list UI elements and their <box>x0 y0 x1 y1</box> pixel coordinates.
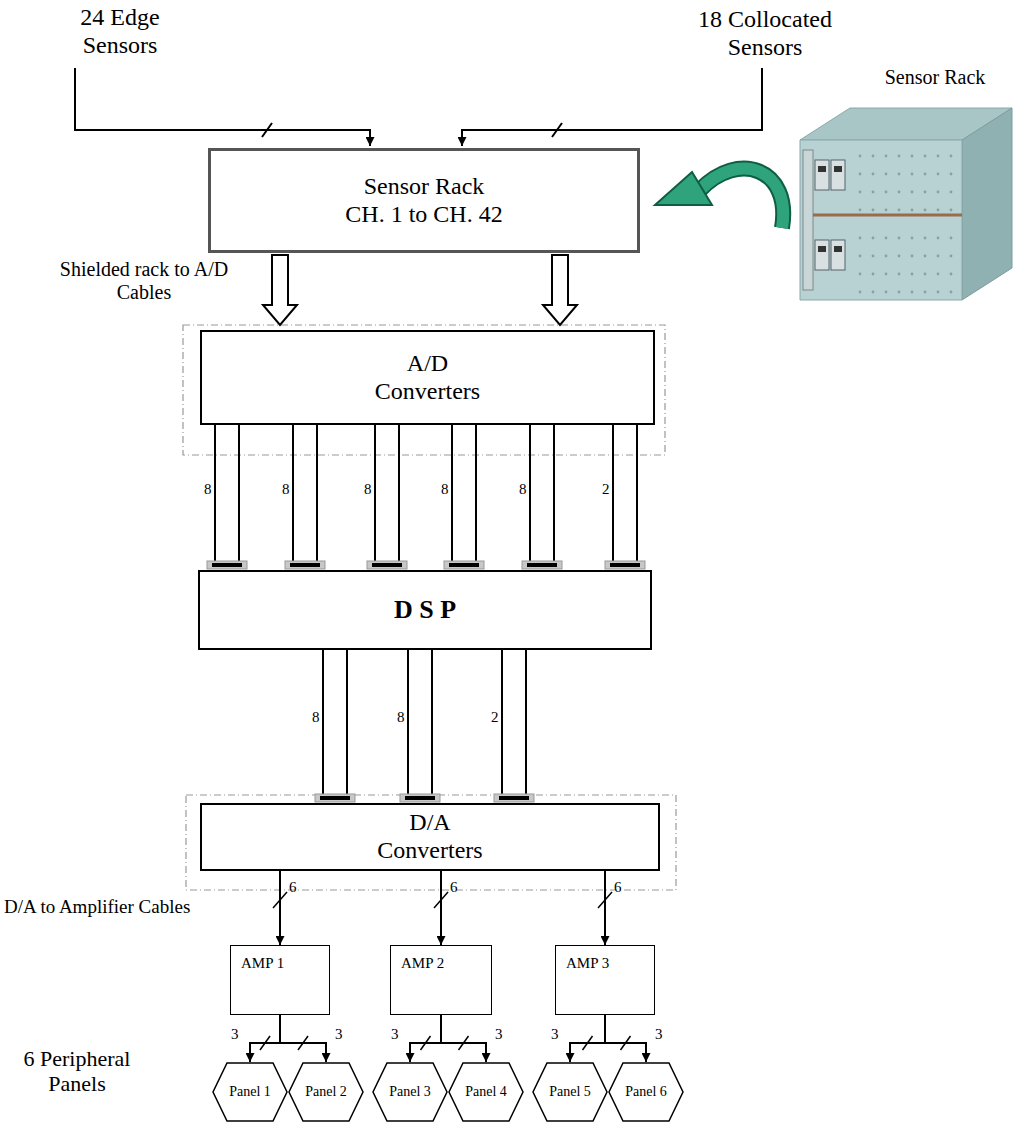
amplifier-box: AMP 3 <box>555 945 655 1015</box>
node-text: Sensor Rack CH. 1 to CH. 42 <box>345 173 503 228</box>
connector <box>263 255 297 325</box>
edge-label: 2 <box>491 710 499 725</box>
panel-hexagon: Panel 2 <box>288 1062 364 1122</box>
node-text: Panel 3 <box>389 1084 431 1100</box>
connector <box>494 650 534 802</box>
node-text: AMP 1 <box>241 955 284 972</box>
source-label: 18 Collocated Sensors <box>690 6 840 61</box>
edge-label: 3 <box>231 1027 239 1042</box>
panel-hexagon: Panel 4 <box>448 1062 524 1122</box>
connector <box>410 1015 441 1062</box>
connector <box>400 650 440 802</box>
group-label: 6 Peripheral Panels <box>12 1046 142 1097</box>
connector <box>444 425 484 569</box>
edge-label: 6 <box>450 880 458 895</box>
dsp-box: D S P <box>198 570 652 650</box>
node-text: AMP 2 <box>401 955 444 972</box>
cable-label: Shielded rack to A/D Cables <box>44 258 244 304</box>
connector <box>207 425 247 569</box>
node-text: Panel 6 <box>625 1084 667 1100</box>
connector <box>522 425 562 569</box>
node-text: A/D Converters <box>373 350 483 405</box>
dashed-enclosure <box>183 325 665 455</box>
node-text: Panel 4 <box>465 1084 507 1100</box>
edge-label: 8 <box>364 482 372 497</box>
connector <box>250 1015 280 1062</box>
connector <box>367 425 407 569</box>
node-text: D/A Converters <box>375 809 485 864</box>
connector <box>285 425 325 569</box>
edge-label: 8 <box>204 482 212 497</box>
edge-label: 8 <box>282 482 290 497</box>
picture-label: Sensor Rack <box>870 66 1000 89</box>
connector <box>434 871 448 945</box>
panel-hexagon: Panel 6 <box>608 1062 684 1122</box>
connector <box>605 425 645 569</box>
sensor-rack-box: Sensor Rack CH. 1 to CH. 42 <box>208 148 640 253</box>
amplifier-box: AMP 2 <box>390 945 492 1015</box>
node-text: AMP 3 <box>566 955 609 972</box>
edge-label: 8 <box>312 710 320 725</box>
connector <box>570 1015 605 1062</box>
cable-label: D/A to Amplifier Cables <box>4 896 254 918</box>
connector <box>605 1015 646 1062</box>
edge-label: 8 <box>441 482 449 497</box>
converter-box: A/D Converters <box>200 330 655 425</box>
connector <box>598 871 612 945</box>
node-text: D S P <box>394 595 456 625</box>
panel-hexagon: Panel 1 <box>212 1062 288 1122</box>
edge-label: 8 <box>519 482 527 497</box>
edge-label: 6 <box>289 880 297 895</box>
panel-hexagon: Panel 3 <box>372 1062 448 1122</box>
node-text: Panel 2 <box>305 1084 347 1100</box>
panel-hexagon: Panel 5 <box>532 1062 608 1122</box>
sensor-rack-picture <box>800 108 1012 300</box>
curved-arrow <box>655 169 783 228</box>
sensor-wire <box>75 68 762 146</box>
connector <box>280 1015 326 1062</box>
edge-label: 3 <box>655 1027 663 1042</box>
connector <box>273 871 287 945</box>
edge-label: 2 <box>602 482 610 497</box>
converter-box: D/A Converters <box>200 803 660 871</box>
edge-label: 3 <box>391 1027 399 1042</box>
dashed-enclosure <box>186 795 676 890</box>
amplifier-box: AMP 1 <box>230 945 330 1015</box>
connector <box>441 1015 486 1062</box>
edge-label: 3 <box>551 1027 559 1042</box>
edge-label: 3 <box>335 1027 343 1042</box>
source-label: 24 Edge Sensors <box>70 4 170 59</box>
node-text: Panel 1 <box>229 1084 271 1100</box>
node-text: Panel 5 <box>549 1084 591 1100</box>
edge-label: 3 <box>495 1027 503 1042</box>
connector <box>543 255 577 325</box>
edge-label: 8 <box>397 710 405 725</box>
connector <box>315 650 355 802</box>
edge-label: 6 <box>614 880 622 895</box>
